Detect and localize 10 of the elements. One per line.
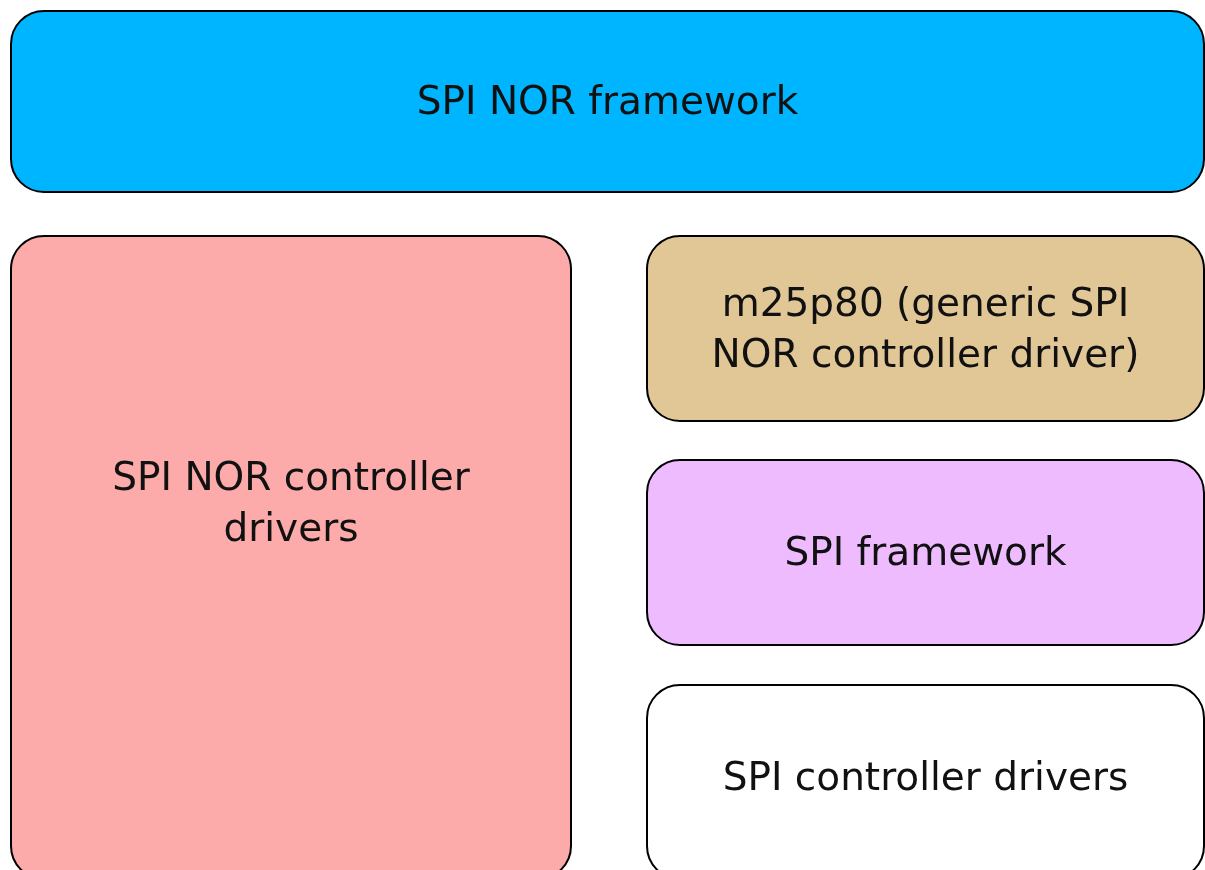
box-label: m25p80 (generic SPI NOR controller driver): [710, 278, 1141, 378]
box-label: SPI framework: [784, 528, 1067, 577]
layer-box: [646, 684, 1205, 870]
box-label: SPI NOR framework: [416, 77, 799, 126]
layer-box: [10, 10, 1205, 193]
box-label: SPI NOR controller drivers: [111, 452, 471, 552]
layer-box: [10, 235, 572, 870]
layer-box: [646, 235, 1205, 422]
box-label: SPI controller drivers: [722, 752, 1129, 801]
layer-box: [646, 459, 1205, 646]
